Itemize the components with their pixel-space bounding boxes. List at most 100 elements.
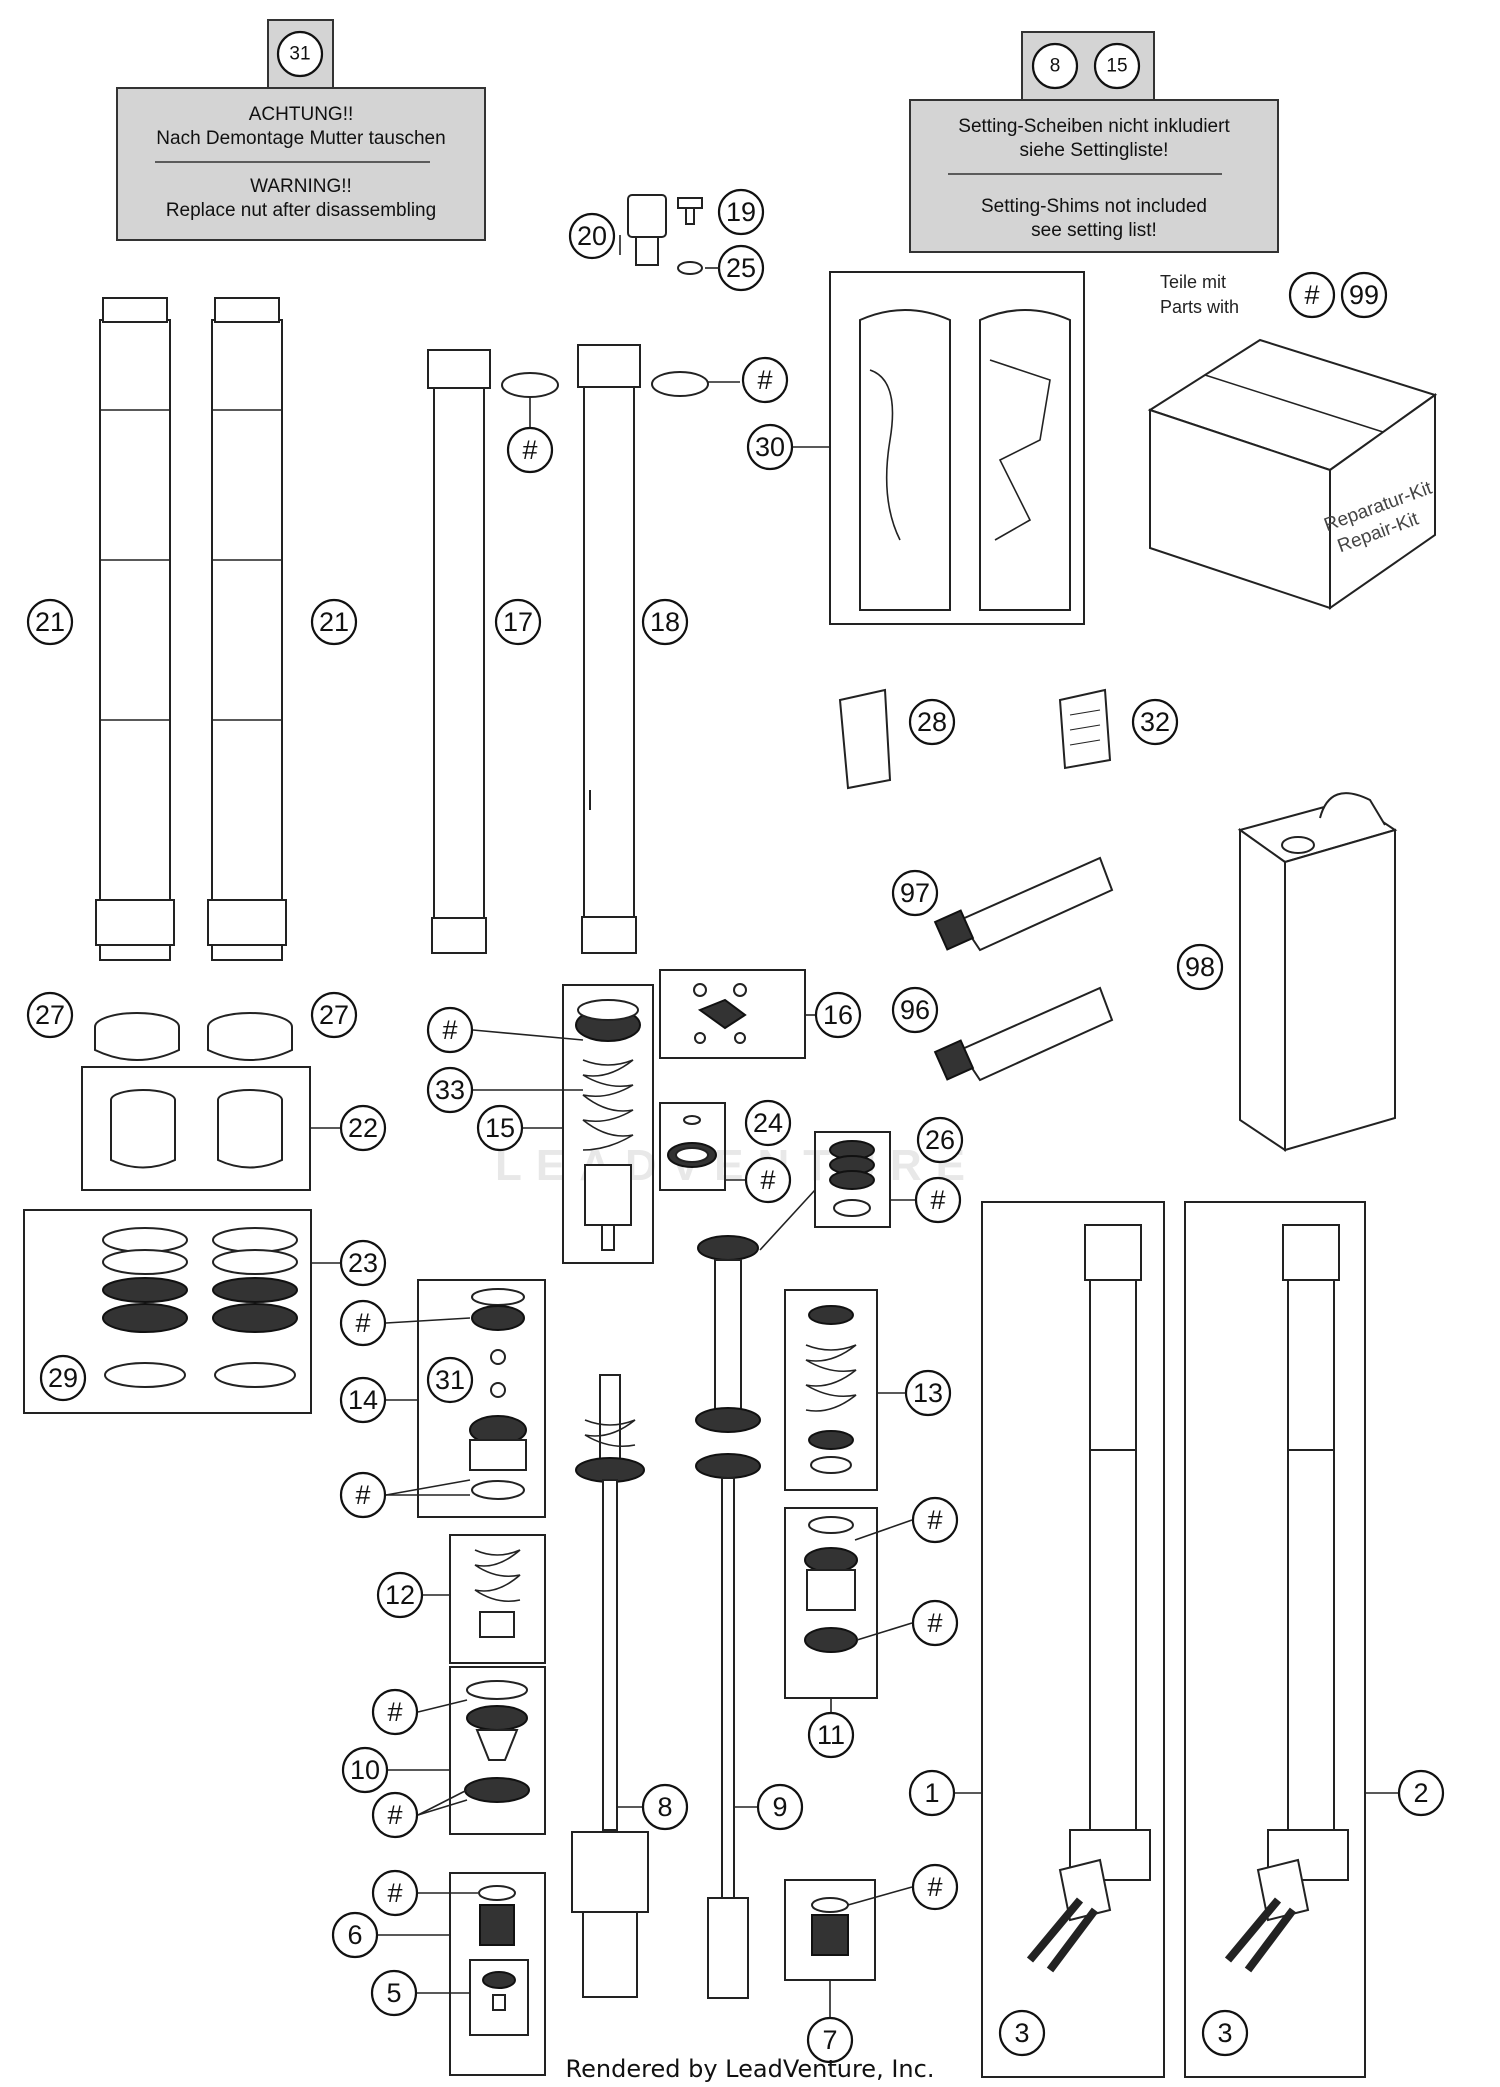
- callout-33[interactable]: 33: [426, 1066, 474, 1114]
- callout-hash-24[interactable]: #: [744, 1156, 792, 1204]
- o-ring-17[interactable]: [501, 372, 559, 398]
- callout-31[interactable]: 31: [426, 1356, 474, 1404]
- grease-tube-97[interactable]: [933, 856, 1114, 952]
- callout-15[interactable]: 15: [476, 1104, 524, 1152]
- callout-5[interactable]: 5: [370, 1969, 418, 2017]
- callout-8[interactable]: 8: [641, 1783, 689, 1831]
- svg-text:15: 15: [1106, 56, 1127, 77]
- adjuster-parts-16[interactable]: [693, 983, 747, 1044]
- damper-rod-9[interactable]: [695, 1235, 761, 1999]
- seal-set-23-right[interactable]: [212, 1227, 298, 1388]
- outer-tube-right[interactable]: [207, 297, 287, 961]
- callout-8-note[interactable]: 8: [1031, 42, 1079, 90]
- decal-28[interactable]: [838, 688, 892, 790]
- grease-tube-96[interactable]: [933, 986, 1114, 1082]
- callout-6[interactable]: 6: [331, 1911, 379, 1959]
- callout-28[interactable]: 28: [908, 698, 956, 746]
- seal-box-24: [659, 1102, 726, 1191]
- seal-24[interactable]: [667, 1115, 717, 1168]
- valve-10[interactable]: [464, 1680, 530, 1803]
- callout-30[interactable]: 30: [746, 423, 794, 471]
- cartridge-tube-17[interactable]: [427, 349, 491, 954]
- damper-rod-8[interactable]: [571, 1374, 649, 1998]
- callout-24[interactable]: 24: [744, 1099, 792, 1147]
- bushing-27-right[interactable]: [207, 1012, 293, 1061]
- callout-99[interactable]: 99: [1340, 271, 1388, 319]
- fork-guard-right[interactable]: [979, 309, 1071, 611]
- callout-hash-10-bottom[interactable]: #: [371, 1791, 419, 1839]
- callout-hash-11-top[interactable]: #: [911, 1496, 959, 1544]
- fork-leg-2[interactable]: [1224, 1224, 1349, 1973]
- callout-hash-6[interactable]: #: [371, 1869, 419, 1917]
- callout-11[interactable]: 11: [807, 1711, 855, 1759]
- callout-1[interactable]: 1: [908, 1769, 956, 1817]
- callout-9[interactable]: 9: [756, 1783, 804, 1831]
- spring-assembly-15[interactable]: [575, 999, 641, 1251]
- callout-20[interactable]: 20: [568, 212, 616, 260]
- guide-bushing-22-left[interactable]: [110, 1089, 176, 1169]
- callout-31-note[interactable]: 31: [276, 30, 324, 78]
- callout-22[interactable]: 22: [339, 1104, 387, 1152]
- valve-assembly-14[interactable]: [469, 1288, 527, 1500]
- callout-26[interactable]: 26: [916, 1116, 964, 1164]
- callout-hash-o-ring-17[interactable]: #: [506, 426, 554, 474]
- washer-25[interactable]: [677, 261, 703, 275]
- callout-18[interactable]: 18: [641, 598, 689, 646]
- callout-hash-o-ring-18[interactable]: #: [741, 356, 789, 404]
- callout-hash-kit[interactable]: #: [1288, 271, 1336, 319]
- callout-hash-14-bottom[interactable]: #: [339, 1471, 387, 1519]
- callout-29[interactable]: 29: [39, 1354, 87, 1402]
- callout-97[interactable]: 97: [891, 869, 939, 917]
- callout-21-left[interactable]: 21: [26, 598, 74, 646]
- callout-hash-14-top[interactable]: #: [339, 1299, 387, 1347]
- callout-3-leg-2[interactable]: 3: [1201, 2009, 1249, 2057]
- svg-text:#: #: [355, 1308, 370, 1338]
- adjuster-bolt-20[interactable]: [627, 194, 667, 266]
- callout-19[interactable]: 19: [717, 188, 765, 236]
- seal-set-23-left[interactable]: [102, 1227, 188, 1388]
- callout-27-left[interactable]: 27: [26, 991, 74, 1039]
- callout-25[interactable]: 25: [717, 244, 765, 292]
- callout-27-right[interactable]: 27: [310, 991, 358, 1039]
- repair-kit-box[interactable]: Reparatur-Kit Repair-Kit: [1147, 338, 1438, 610]
- sticker-32[interactable]: [1058, 688, 1112, 770]
- callout-98[interactable]: 98: [1176, 943, 1224, 991]
- valve-11[interactable]: [804, 1516, 858, 1653]
- callout-23[interactable]: 23: [339, 1239, 387, 1287]
- guide-bushing-22-right[interactable]: [217, 1089, 283, 1169]
- callout-hash-15[interactable]: #: [426, 1006, 474, 1054]
- callout-12[interactable]: 12: [376, 1571, 424, 1619]
- valve-5[interactable]: [482, 1971, 516, 2011]
- callout-2[interactable]: 2: [1397, 1769, 1445, 1817]
- spring-13[interactable]: [805, 1305, 857, 1474]
- svg-text:3: 3: [1014, 2018, 1029, 2048]
- callout-hash-11-bottom[interactable]: #: [911, 1599, 959, 1647]
- callout-3-leg-1[interactable]: 3: [998, 2009, 1046, 2057]
- oil-can-98[interactable]: [1237, 792, 1398, 1152]
- valve-6[interactable]: [478, 1885, 516, 1946]
- callout-10[interactable]: 10: [341, 1746, 389, 1794]
- outer-tube-left[interactable]: [95, 297, 175, 961]
- bushing-27-left[interactable]: [94, 1012, 180, 1061]
- callout-7[interactable]: 7: [806, 2016, 854, 2064]
- valve-26[interactable]: [829, 1140, 875, 1217]
- fork-guard-left[interactable]: [859, 309, 951, 611]
- callout-13[interactable]: 13: [904, 1369, 952, 1417]
- cartridge-tube-18[interactable]: [577, 344, 641, 954]
- callout-14[interactable]: 14: [339, 1376, 387, 1424]
- screw-19[interactable]: [677, 197, 703, 225]
- callout-hash-7[interactable]: #: [911, 1863, 959, 1911]
- callout-hash-26[interactable]: #: [914, 1176, 962, 1224]
- callout-17[interactable]: 17: [494, 598, 542, 646]
- fork-leg-1[interactable]: [1026, 1224, 1151, 1973]
- valve-7[interactable]: [811, 1897, 849, 1956]
- callout-16[interactable]: 16: [814, 991, 862, 1039]
- o-ring-18[interactable]: [651, 371, 709, 397]
- callout-96[interactable]: 96: [891, 986, 939, 1034]
- callout-21-right[interactable]: 21: [310, 598, 358, 646]
- callout-32[interactable]: 32: [1131, 698, 1179, 746]
- spring-12[interactable]: [474, 1549, 521, 1638]
- callout-15-note[interactable]: 15: [1093, 42, 1141, 90]
- seal-kit-box-23: [23, 1209, 312, 1414]
- callout-hash-10-top[interactable]: #: [371, 1688, 419, 1736]
